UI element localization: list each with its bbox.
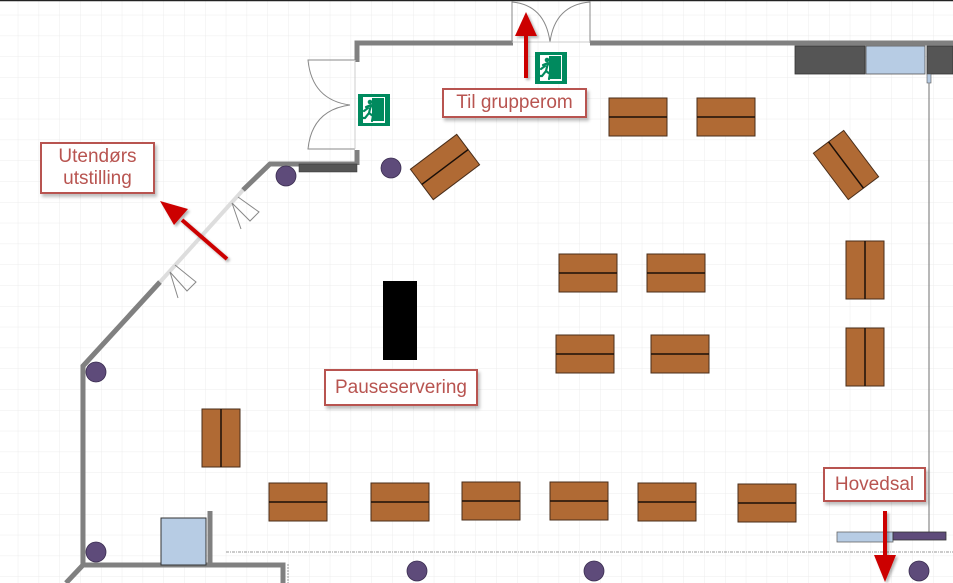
pillars bbox=[85, 157, 930, 582]
window-panel bbox=[865, 45, 926, 75]
table bbox=[555, 334, 615, 374]
table bbox=[637, 482, 697, 522]
pillar bbox=[908, 560, 930, 582]
arrow-to-main-hall bbox=[874, 511, 896, 582]
label-main-hall: Hovedsal bbox=[823, 467, 926, 502]
pillar bbox=[583, 560, 605, 582]
table bbox=[845, 240, 885, 300]
table bbox=[650, 334, 710, 374]
wall-diagonal-lower bbox=[80, 280, 162, 565]
pillar bbox=[380, 157, 402, 179]
table bbox=[558, 253, 618, 293]
table bbox=[549, 481, 609, 521]
door-left[interactable] bbox=[307, 59, 356, 150]
partition-handle bbox=[926, 73, 932, 84]
table bbox=[268, 482, 328, 522]
table bbox=[737, 483, 797, 523]
table bbox=[409, 133, 481, 201]
label-break-service: Pauseservering bbox=[324, 369, 478, 406]
table bbox=[608, 97, 668, 137]
partition-bar-purple bbox=[892, 531, 947, 541]
arrow-to-group-rooms bbox=[515, 12, 537, 78]
table bbox=[812, 129, 880, 201]
label-to-group-rooms: Til grupperom bbox=[442, 88, 587, 118]
dark-panel-1 bbox=[794, 45, 866, 75]
pillar bbox=[85, 361, 107, 383]
emergency-exit-icon-top bbox=[535, 52, 567, 84]
table bbox=[696, 97, 756, 137]
arrow-to-outdoor bbox=[160, 201, 229, 261]
emergency-exit-icon-left bbox=[358, 94, 390, 126]
walls bbox=[64, 40, 953, 583]
wall-panel-left bbox=[298, 163, 358, 173]
pillar bbox=[406, 560, 428, 582]
pillar bbox=[85, 541, 107, 563]
pillar bbox=[275, 165, 297, 187]
label-outdoor-exhibition: Utendørs utstilling bbox=[40, 142, 155, 194]
tables bbox=[201, 97, 885, 523]
wall-corner-stub bbox=[64, 563, 85, 583]
table bbox=[201, 408, 241, 468]
serving-counter bbox=[383, 281, 417, 360]
table bbox=[370, 482, 430, 522]
storage-box bbox=[160, 517, 207, 566]
table bbox=[646, 253, 706, 293]
table bbox=[845, 327, 885, 387]
table bbox=[461, 481, 521, 521]
dark-panel-2 bbox=[926, 45, 953, 75]
wall-bottom bbox=[83, 562, 286, 583]
